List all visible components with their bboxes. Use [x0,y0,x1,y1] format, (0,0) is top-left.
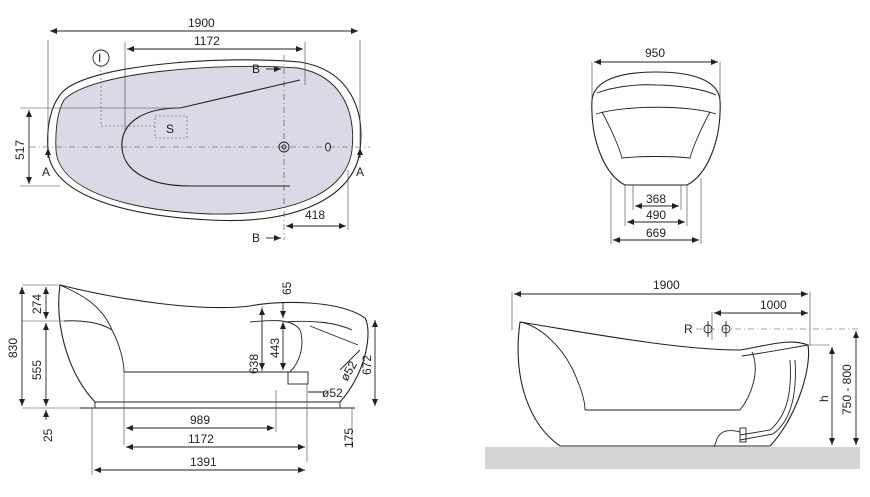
end-view: 950 368 490 669 [591,46,721,244]
dim-end-669: 669 [646,226,666,240]
dim-side-443: 443 [268,338,282,358]
section-a-left: A [42,165,50,179]
dim-side-175: 175 [342,428,356,448]
dim-side-1391: 1391 [190,455,217,469]
tap-label: R [684,322,693,336]
section-b-top: B [252,62,260,76]
dim-side-overflow: ø52 [337,358,360,383]
marker-s: S [166,122,174,136]
dim-side-65: 65 [280,281,294,295]
side-view: 830 274 555 25 638 443 65 672 ø52 ø52 17… [6,281,378,475]
dim-top-drain: 418 [305,208,325,222]
dim-side-274: 274 [30,294,44,314]
section-b-bottom: B [252,231,260,245]
dim-install-h: h [817,395,831,402]
dim-side-830: 830 [6,338,20,358]
dim-side-555: 555 [30,360,44,380]
dim-side-638: 638 [247,354,261,374]
dim-end-width: 950 [645,46,665,60]
dim-top-inner: 1172 [194,34,220,48]
dim-top-overall: 1900 [188,16,215,30]
dim-install-tap: 1000 [760,298,787,312]
dim-install-overall: 1900 [653,278,680,292]
section-a-right: A [356,165,364,179]
install-view: 1900 1000 R h 750 - 800 [485,278,860,469]
dim-top-width: 517 [13,140,27,160]
dim-install-height-range: 750 - 800 [840,364,854,415]
dim-side-25: 25 [41,428,55,442]
dim-side-672: 672 [360,355,374,375]
dim-side-drain: ø52 [322,386,343,400]
dim-end-490: 490 [646,208,666,222]
dim-side-1172: 1172 [188,432,214,446]
dim-end-368: 368 [646,192,666,206]
marker-i: I [98,51,101,65]
dim-side-989: 989 [190,413,210,427]
top-view: S I 1900 1172 517 418 A A B B [13,16,370,245]
